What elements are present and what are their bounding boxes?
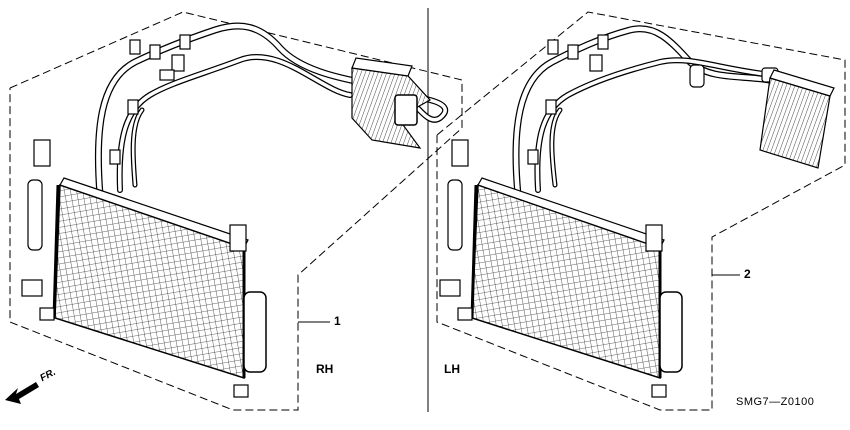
rh-pipes [94, 22, 449, 199]
lh-boundary [436, 11, 846, 411]
callout-2-number: 2 [744, 267, 751, 281]
lh-evaporator [759, 69, 835, 169]
lh-assembly [436, 11, 846, 411]
rh-condenser [21, 139, 267, 398]
front-arrow-icon [5, 382, 39, 404]
callout-1-number: 1 [334, 314, 341, 328]
lh-condenser [439, 139, 683, 398]
rh-boundary [9, 11, 463, 411]
rh-evaporator [351, 57, 431, 149]
lh-pipes [512, 25, 783, 199]
diagram-code: SMG7—Z0100 [736, 396, 815, 408]
rh-assembly [5, 11, 463, 411]
rh-label: RH [316, 362, 334, 376]
lh-label: LH [444, 362, 460, 376]
